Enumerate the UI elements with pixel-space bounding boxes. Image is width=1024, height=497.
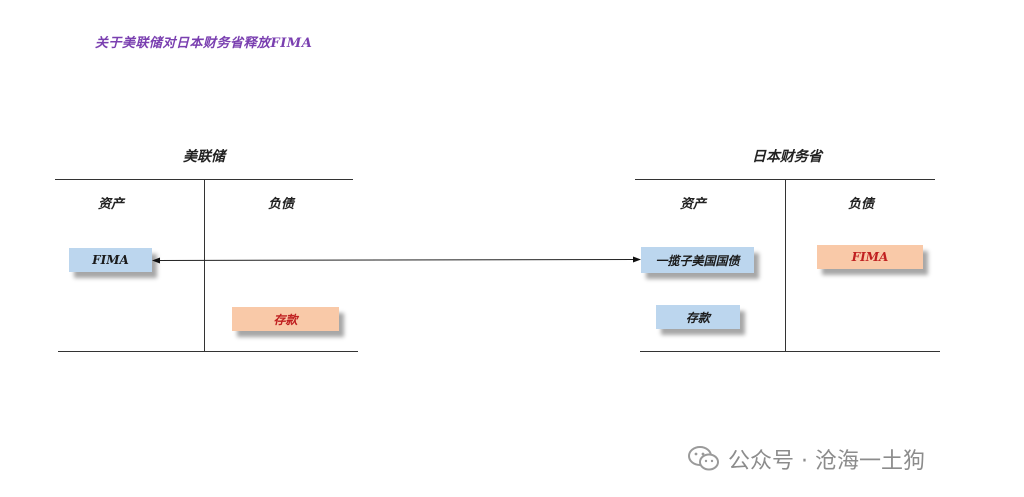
watermark-text: 公众号 · 沧海一土狗 (728, 449, 925, 474)
mof-divider (785, 179, 786, 351)
fed-bottom-line (58, 351, 358, 352)
fed-liabilities-header: 负债 (268, 197, 295, 212)
diagram-title: 关于美联储对日本财务省释放FIMA (95, 36, 313, 51)
fed-fima-box: FIMA (69, 248, 152, 272)
mof-title: 日本财务省 (752, 149, 822, 165)
fed-assets-header: 资产 (98, 197, 125, 212)
mof-deposit-box: 存款 (656, 305, 740, 329)
fed-divider (204, 179, 205, 351)
mof-liabilities-header: 负债 (848, 197, 875, 212)
watermark: 公众号 · 沧海一土狗 (688, 443, 925, 475)
fed-title: 美联储 (183, 149, 225, 165)
mof-fima-box: FIMA (817, 245, 923, 269)
wechat-icon (688, 446, 719, 471)
mof-bottom-line (640, 351, 940, 352)
mof-treasuries-box: 一揽子美国国债 (641, 247, 754, 273)
mof-assets-header: 资产 (680, 197, 707, 212)
fed-deposit-box: 存款 (232, 307, 339, 331)
